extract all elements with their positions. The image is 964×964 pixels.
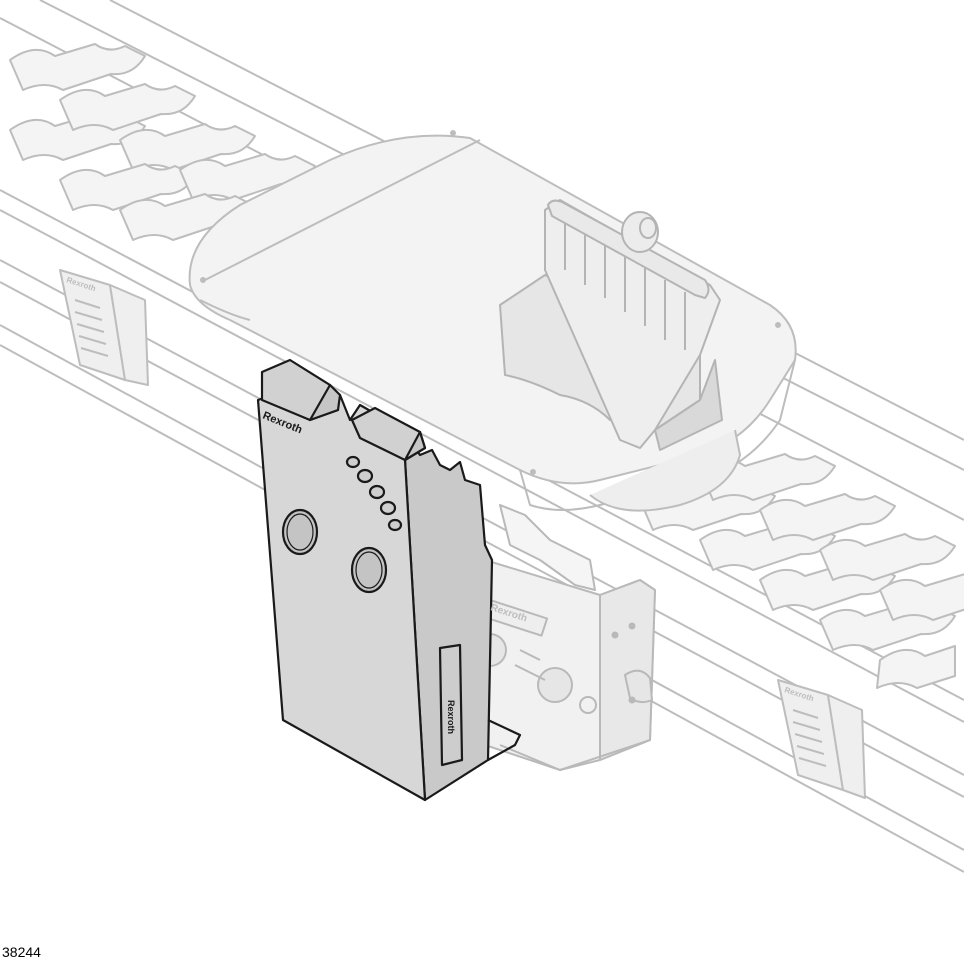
rail-bracket-left — [59, 269, 149, 386]
stop-gate-unit — [473, 504, 656, 771]
fixture-clamp — [499, 199, 723, 451]
chain-links-left — [9, 43, 316, 241]
rail-bracket-right — [777, 679, 866, 799]
label-plate-brand: Rexroth — [446, 700, 456, 734]
chain-links-right — [639, 453, 964, 689]
figure-number: 38244 — [2, 944, 41, 960]
sensor-cover-housing — [256, 358, 522, 802]
